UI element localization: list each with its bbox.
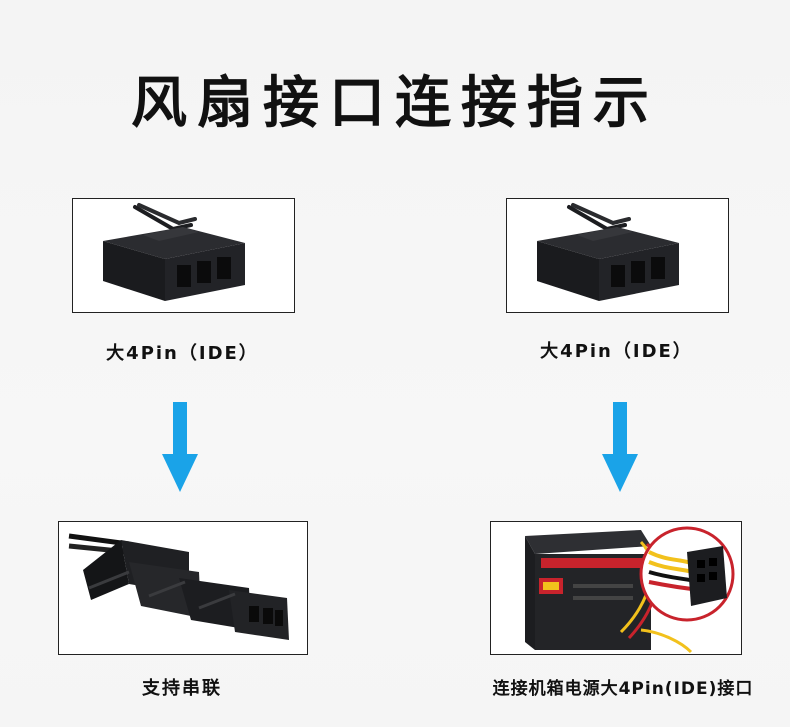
molex-connector-icon: [537, 203, 679, 301]
caption-left-bottom: 支持串联: [142, 678, 222, 699]
series-connection-image: [58, 521, 308, 655]
caption-right-top: 大4Pin（IDE）: [540, 341, 693, 362]
caption-left-top: 大4Pin（IDE）: [106, 343, 259, 364]
connector-image-left: [72, 198, 295, 313]
psu-connection-image: [490, 521, 742, 655]
connector-image-right: [506, 198, 729, 313]
page-title: 风扇接口连接指示: [131, 71, 659, 136]
caption-right-bottom: 连接机箱电源大4Pin(IDE)接口: [492, 679, 754, 699]
molex-connector-icon: [103, 203, 245, 301]
down-arrow-right-icon: [602, 402, 638, 492]
power-supply-icon: [491, 522, 741, 654]
chained-connector-icon: [68, 533, 289, 640]
down-arrow-left-icon: [162, 402, 198, 492]
